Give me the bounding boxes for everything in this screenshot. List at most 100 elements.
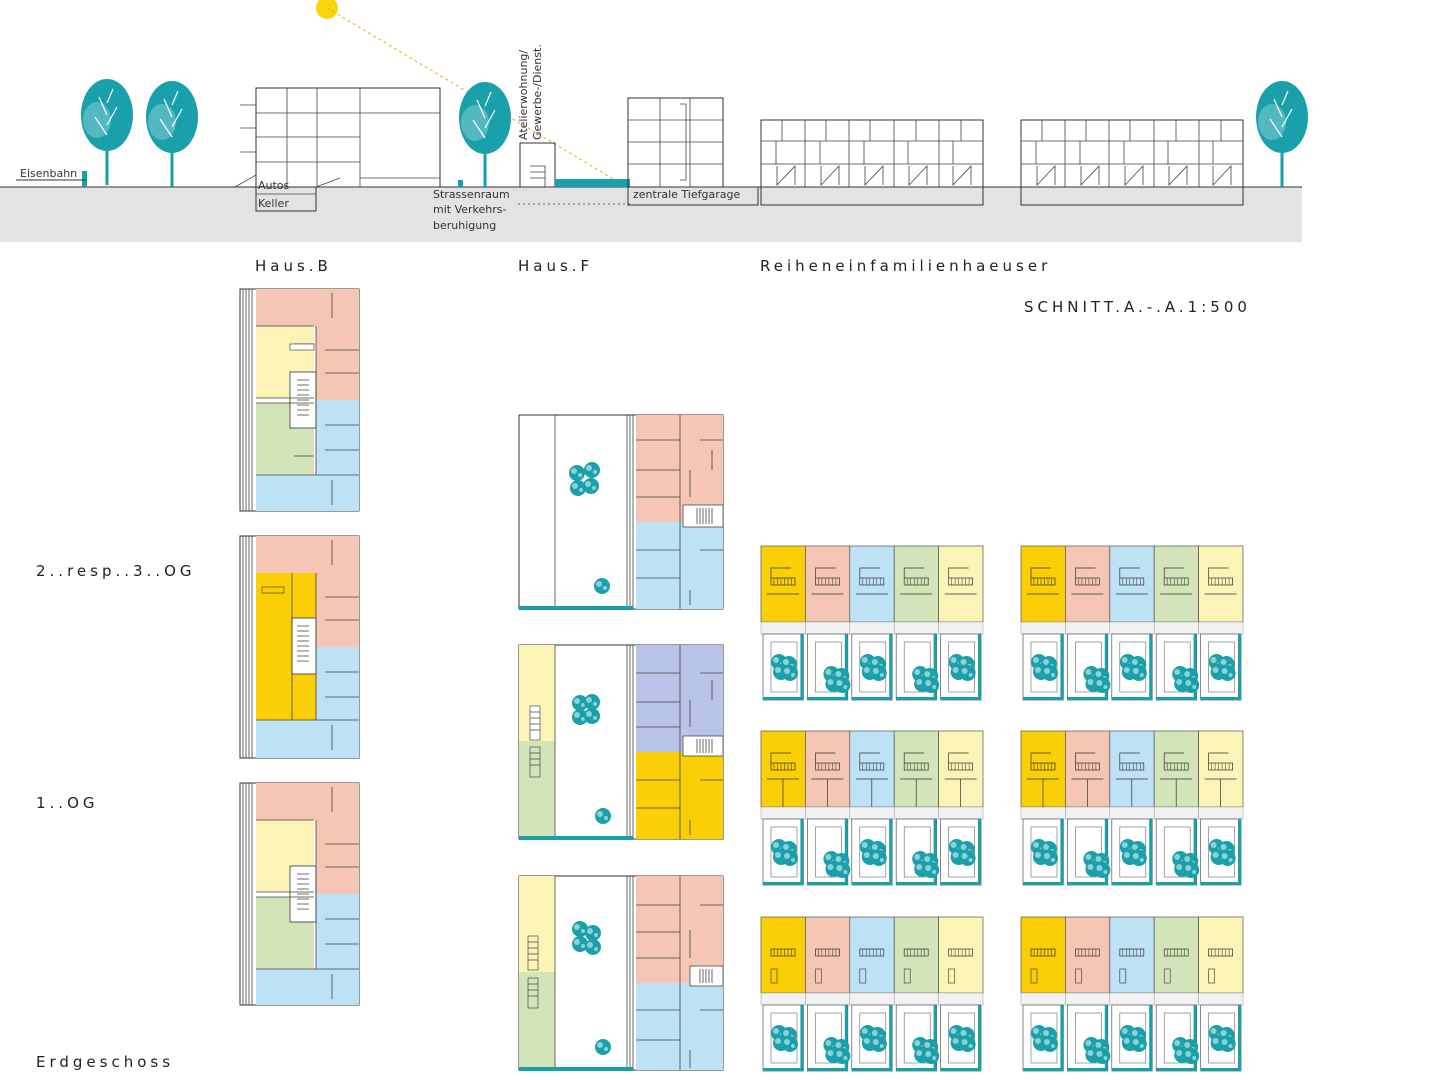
ground bbox=[0, 187, 1302, 242]
row-house-group bbox=[1020, 545, 1244, 701]
shrub-icon bbox=[1183, 862, 1200, 878]
shrub-icon bbox=[923, 677, 940, 693]
row-house-unit bbox=[849, 730, 895, 886]
row-house-unit bbox=[1065, 545, 1111, 701]
row-house-unit bbox=[1020, 916, 1066, 1072]
row-house-unit bbox=[1198, 916, 1244, 1072]
row-house-group bbox=[1020, 730, 1244, 886]
shrub-icon bbox=[585, 925, 601, 941]
row-house-unit bbox=[1198, 545, 1244, 701]
row-house-group bbox=[760, 730, 984, 886]
row-house-unit bbox=[805, 916, 851, 1072]
shrub-icon bbox=[584, 462, 600, 478]
row-house-unit bbox=[805, 545, 851, 701]
shrub-icon bbox=[870, 665, 887, 681]
shrub-icon bbox=[1042, 850, 1058, 866]
shrub-icon bbox=[1042, 1036, 1058, 1052]
tree-icon bbox=[80, 78, 134, 186]
row-house-unit bbox=[1109, 730, 1155, 886]
haus-f-plan-og1 bbox=[518, 644, 724, 840]
shrub-icon bbox=[1042, 665, 1058, 681]
haus-f-heading: Haus.F bbox=[518, 257, 593, 275]
row-houses-section-2 bbox=[1020, 119, 1244, 206]
shrub-icon bbox=[834, 862, 851, 878]
eisenbahn-label: Eisenbahn bbox=[20, 167, 77, 180]
row-house-unit bbox=[893, 545, 940, 701]
shrub-icon bbox=[923, 862, 940, 878]
shrub-icon bbox=[1183, 677, 1200, 693]
shrub-icon bbox=[1219, 850, 1236, 866]
shrub-icon bbox=[584, 694, 600, 710]
shrub-icon bbox=[782, 665, 798, 681]
row-house-unit bbox=[893, 730, 940, 886]
row-house-unit bbox=[893, 916, 940, 1072]
shrub-icon bbox=[594, 578, 610, 594]
row-house-unit bbox=[938, 730, 984, 886]
strassenraum-label-1: Strassenraum bbox=[433, 188, 510, 201]
row-house-group bbox=[760, 545, 984, 701]
row-house-unit bbox=[1198, 730, 1244, 886]
row-house-unit bbox=[1065, 730, 1111, 886]
shrub-icon bbox=[1094, 862, 1111, 878]
autos-label: Autos bbox=[258, 179, 290, 192]
row-house-unit bbox=[1020, 545, 1066, 701]
shrub-icon bbox=[923, 1048, 940, 1064]
tree-icon bbox=[145, 80, 199, 188]
haus-b-plan-eg bbox=[239, 782, 360, 1006]
shrub-icon bbox=[583, 478, 599, 494]
shrub-icon bbox=[834, 1048, 851, 1064]
row-house-unit bbox=[1020, 730, 1066, 886]
floor-eg-label: Erdgeschoss bbox=[36, 1053, 174, 1071]
shrub-icon bbox=[1130, 665, 1147, 681]
floor-og23-label: 2..resp..3..OG bbox=[36, 562, 196, 580]
tiefgarage-label: zentrale Tiefgarage bbox=[633, 188, 740, 201]
shrub-icon bbox=[959, 665, 976, 681]
row-house-unit bbox=[805, 730, 851, 886]
row-house-group bbox=[1020, 916, 1244, 1072]
shrub-icon bbox=[870, 850, 887, 866]
section-a-a: Eisenbahn Autos Keller Strassenraum mit … bbox=[0, 0, 1309, 242]
shrub-icon bbox=[782, 1036, 798, 1052]
shrub-icon bbox=[1130, 850, 1147, 866]
row-house-unit bbox=[849, 545, 895, 701]
reihen-heading: Reiheneinfamilienhaeuser bbox=[760, 257, 1051, 275]
shrub-icon bbox=[584, 708, 600, 724]
shrub-icon bbox=[782, 850, 798, 866]
shrub-icon bbox=[1094, 1048, 1111, 1064]
haus-f-plan-og23 bbox=[518, 414, 724, 610]
sun-icon bbox=[316, 0, 338, 19]
row-house-unit bbox=[1109, 545, 1155, 701]
row-house-unit bbox=[1153, 545, 1200, 701]
shrub-icon bbox=[834, 677, 851, 693]
row-house-unit bbox=[1109, 916, 1155, 1072]
row-house-unit bbox=[1065, 916, 1111, 1072]
row-house-unit bbox=[938, 916, 984, 1072]
atelier-label-1: Atelierwohnung/ bbox=[517, 50, 530, 140]
strassenraum-label-2: mit Verkehrs- bbox=[433, 203, 507, 216]
shrub-icon bbox=[870, 1036, 887, 1052]
schnitt-heading: SCHNITT.A.-.A.1:500 bbox=[1024, 298, 1251, 316]
tree-icon bbox=[1255, 80, 1309, 188]
shrub-icon bbox=[959, 850, 976, 866]
shrub-icon bbox=[569, 465, 585, 481]
row-house-plans bbox=[760, 545, 1244, 1072]
row-house-unit bbox=[760, 730, 806, 886]
haus-f-section: Atelierwohnung/ Gewerbe-/Dienst. bbox=[517, 44, 630, 188]
shrub-icon bbox=[595, 808, 611, 824]
shrub-icon bbox=[595, 1039, 611, 1055]
strassenraum-label-3: beruhigung bbox=[433, 219, 496, 232]
shrub-icon bbox=[1183, 1048, 1200, 1064]
shrub-icon bbox=[1219, 665, 1236, 681]
row-house-group bbox=[760, 916, 984, 1072]
row-house-unit bbox=[1153, 916, 1200, 1072]
tiefgarage-building: zentrale Tiefgarage bbox=[627, 97, 759, 206]
floor-og1-label: 1..OG bbox=[36, 794, 99, 812]
row-houses-section-1 bbox=[760, 119, 984, 206]
haus-b-plan-og1 bbox=[239, 535, 360, 759]
shrub-icon bbox=[1094, 677, 1111, 693]
shrub-icon bbox=[585, 939, 601, 955]
haus-b-heading: Haus.B bbox=[255, 257, 332, 275]
haus-b-section: Autos Keller bbox=[234, 87, 441, 212]
keller-label: Keller bbox=[258, 197, 289, 210]
